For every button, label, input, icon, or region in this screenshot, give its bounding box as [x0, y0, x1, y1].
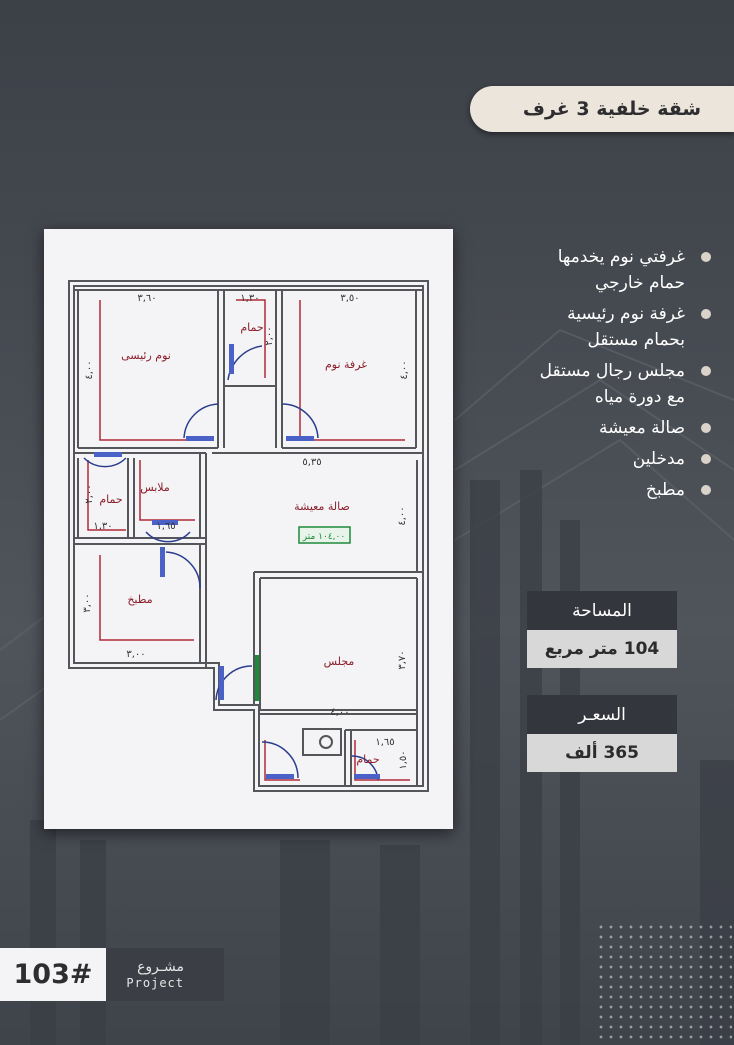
project-label-en: Project	[126, 975, 184, 990]
feature-line: مدخلين	[632, 449, 685, 469]
living-area-tag: ١٠٤,٠٠ متر	[302, 532, 345, 542]
dim-kitchen-width: ٣,٠٠	[126, 649, 145, 660]
floor-plan-card: نوم رئيسى غرفة نوم حمام ملابس حمام صالة …	[44, 229, 453, 829]
feature-line: مطبخ	[645, 480, 685, 500]
price-value: 365 ألف	[527, 734, 677, 772]
page-title: شقة خلفية 3 غرف	[522, 98, 702, 120]
dim-closet-width: ١,٦٥	[156, 521, 175, 532]
room-kitchen: مطبخ	[127, 593, 152, 606]
bullet-icon	[701, 485, 711, 495]
dim-bath-top-height: ٢,٠٠	[264, 326, 275, 345]
feature-item: غرفة نوم رئيسية بحمام مستقل	[455, 301, 715, 353]
area-value: 104 متر مربع	[527, 630, 677, 668]
price-label: السعـر	[527, 695, 677, 734]
bullet-icon	[701, 423, 711, 433]
feature-line: صالة معيشة	[598, 418, 685, 438]
title-banner: شقة خلفية 3 غرف	[470, 86, 734, 132]
feature-line: غرفة نوم رئيسية	[567, 304, 685, 324]
area-label: المساحة	[527, 591, 677, 630]
dim-bedroom-width: ٣,٥٠	[340, 293, 359, 304]
dim-bedroom-height: ٤,٠٠	[399, 360, 410, 379]
room-living: صالة معيشة	[294, 500, 350, 513]
room-bathroom-top: حمام	[240, 321, 263, 334]
dim-majlis-height: ٣,٧٠	[397, 650, 408, 669]
dim-majlis-width: ٤,٠٠	[330, 707, 349, 718]
dim-bath-top-width: ١,٣٠	[240, 293, 259, 304]
bullet-icon	[701, 366, 711, 376]
dim-bath-left-width: ١,٣٠	[93, 521, 112, 532]
dim-bath-left-height: ٢,٠٠	[84, 484, 95, 503]
feature-item: صالة معيشة	[455, 415, 715, 441]
project-label-box: مشـروع Project	[106, 948, 224, 1001]
dim-kitchen-height: ٣,٠٠	[82, 593, 93, 612]
bullet-icon	[701, 252, 711, 262]
bullet-icon	[701, 309, 711, 319]
room-closet: ملابس	[140, 481, 170, 494]
dim-living-height: ٤,٠٠	[397, 506, 408, 525]
room-majlis: مجلس	[324, 655, 355, 668]
dim-master-height: ٤,٠٠	[84, 360, 95, 379]
decorative-dot-grid	[596, 922, 732, 1042]
dim-master-width: ٣,٦٠	[137, 293, 156, 304]
bullet-icon	[701, 454, 711, 464]
feature-line: مجلس رجال مستقل	[539, 361, 685, 381]
feature-line: مع دورة مياه	[594, 387, 685, 407]
dim-bath-bottom-height: ١,٥٠	[398, 750, 409, 769]
feature-list: غرفتي نوم يخدمها حمام خارجي غرفة نوم رئيس…	[455, 244, 715, 508]
project-label-ar: مشـروع	[137, 958, 184, 975]
dim-bath-bottom-width: ١,٦٥	[375, 737, 394, 748]
feature-item: غرفتي نوم يخدمها حمام خارجي	[455, 244, 715, 296]
feature-item: مجلس رجال مستقل مع دورة مياه	[455, 358, 715, 410]
feature-item: مطبخ	[455, 477, 715, 503]
feature-line: بحمام مستقل	[587, 330, 685, 350]
room-bathroom-bottom: حمام	[356, 753, 379, 766]
feature-item: مدخلين	[455, 446, 715, 472]
floor-plan-drawing: نوم رئيسى غرفة نوم حمام ملابس حمام صالة …	[68, 280, 429, 792]
room-bedroom: غرفة نوم	[325, 358, 367, 371]
dim-living-width: ٥,٣٥	[302, 457, 321, 468]
project-number: 103#	[0, 948, 106, 1001]
room-bathroom-left: حمام	[99, 493, 122, 506]
feature-line: حمام خارجي	[594, 273, 685, 293]
room-master-bedroom: نوم رئيسى	[121, 349, 171, 362]
feature-line: غرفتي نوم يخدمها	[557, 247, 685, 267]
